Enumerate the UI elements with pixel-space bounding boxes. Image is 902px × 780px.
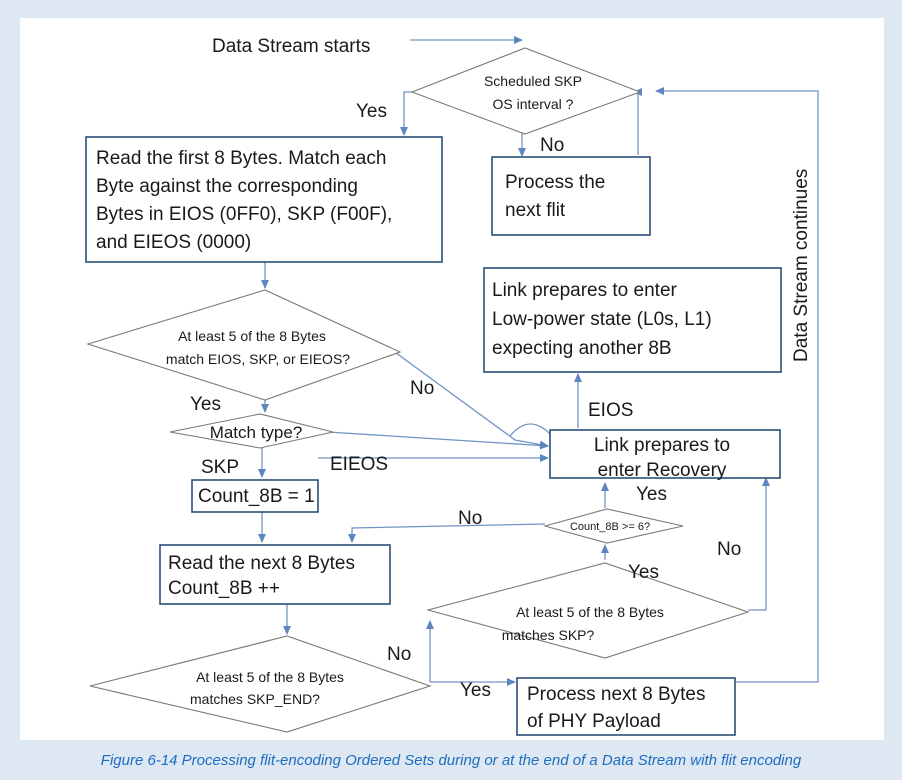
- skp-decision: At least 5 of the 8 Bytes matches SKP?: [425, 562, 750, 659]
- match-decision: At least 5 of the 8 Bytes match EIOS, SK…: [86, 289, 402, 401]
- label-yes-count: Yes: [636, 484, 667, 505]
- recovery-line1: Link prepares to: [594, 435, 730, 456]
- count-decision-text: Count_8B >= 6?: [570, 521, 650, 533]
- arrow-type-to-recovery: [327, 431, 549, 450]
- label-yes-skp: Yes: [628, 562, 659, 583]
- low-power-line2: Low-power state (L0s, L1): [492, 309, 712, 330]
- read-first-line3: Bytes in EIOS (0FF0), SKP (F00F),: [96, 204, 392, 225]
- low-power-line3: expecting another 8B: [492, 338, 672, 359]
- match-decision-line2: match EIOS, SKP, or EIEOS?: [166, 351, 350, 367]
- label-data-stream-continues: Data Stream continues: [791, 169, 812, 362]
- recovery-line2: enter Recovery: [598, 460, 727, 481]
- figure-caption: Figure 6-14 Processing flit-encoding Ord…: [100, 752, 802, 769]
- skp-end-decision: At least 5 of the 8 Bytes matches SKP_EN…: [89, 635, 432, 733]
- process-flit-box: Process the next flit: [491, 156, 651, 236]
- read-first-line4: and EIEOS (0000): [96, 232, 251, 253]
- read-next-box: Read the next 8 Bytes Count_8B ++: [159, 544, 391, 605]
- arrow-skp-no: [748, 477, 770, 611]
- process-next-line2: of PHY Payload: [527, 711, 661, 732]
- recovery-box: Link prepares to enter Recovery: [549, 429, 781, 481]
- read-next-line1: Read the next 8 Bytes: [168, 553, 355, 574]
- skp-end-line1: At least 5 of the 8 Bytes: [196, 669, 344, 685]
- match-decision-line1: At least 5 of the 8 Bytes: [178, 328, 326, 344]
- arrow-flit-loop: [633, 88, 642, 155]
- skp-decision-line1: At least 5 of the 8 Bytes: [516, 604, 664, 620]
- label-eieos: EIEOS: [330, 454, 388, 475]
- arrow-continues-loop: [655, 87, 819, 683]
- label-no-skp-interval: No: [540, 135, 564, 156]
- arrow-match-no: [391, 349, 549, 449]
- label-skp: SKP: [201, 457, 239, 478]
- arrow-count-no: [348, 523, 546, 543]
- label-yes-skp-interval: Yes: [356, 101, 387, 122]
- label-yes-skp-end: Yes: [460, 680, 491, 701]
- skp-decision-line2: matches SKP?: [502, 627, 595, 643]
- low-power-box: Link prepares to enter Low-power state (…: [483, 267, 782, 373]
- skp-interval-line2: OS interval ?: [493, 96, 574, 112]
- count-init-text: Count_8B = 1: [198, 486, 315, 507]
- label-no-match: No: [410, 378, 434, 399]
- process-flit-line1: Process the: [505, 172, 605, 193]
- label-eios: EIOS: [588, 400, 633, 421]
- start-label: Data Stream starts: [212, 36, 370, 57]
- match-type-text: Match type?: [210, 423, 303, 442]
- read-next-line2: Count_8B ++: [168, 578, 280, 599]
- process-flit-line2: next flit: [505, 200, 566, 221]
- count-decision: Count_8B >= 6?: [542, 508, 684, 544]
- skp-interval-line1: Scheduled SKP: [484, 73, 582, 89]
- label-yes-match: Yes: [190, 394, 221, 415]
- flowchart: Data Stream starts Scheduled SKP OS inte…: [85, 36, 819, 736]
- low-power-line1: Link prepares to enter: [492, 280, 678, 301]
- process-next-box: Process next 8 Bytes of PHY Payload: [516, 677, 736, 736]
- label-no-count: No: [458, 508, 482, 529]
- skp-interval-decision: Scheduled SKP OS interval ?: [410, 47, 642, 135]
- read-first-box: Read the first 8 Bytes. Match each Byte …: [85, 136, 443, 263]
- branch-labels: Yes No No Yes SKP EIEOS EIOS Yes No No Y…: [190, 101, 812, 701]
- line-crossing-hop: [509, 423, 553, 437]
- arrow-skp-interval-yes: [400, 91, 412, 136]
- label-no-skp-end: No: [387, 644, 411, 665]
- match-type-decision: Match type?: [169, 413, 334, 449]
- count-init-box: Count_8B = 1: [191, 479, 319, 513]
- read-first-line2: Byte against the corresponding: [96, 176, 358, 197]
- label-no-skp: No: [717, 539, 741, 560]
- connectors: [258, 36, 819, 686]
- process-next-line1: Process next 8 Bytes: [527, 684, 705, 705]
- read-first-line1: Read the first 8 Bytes. Match each: [96, 148, 386, 169]
- skp-end-line2: matches SKP_END?: [190, 691, 320, 707]
